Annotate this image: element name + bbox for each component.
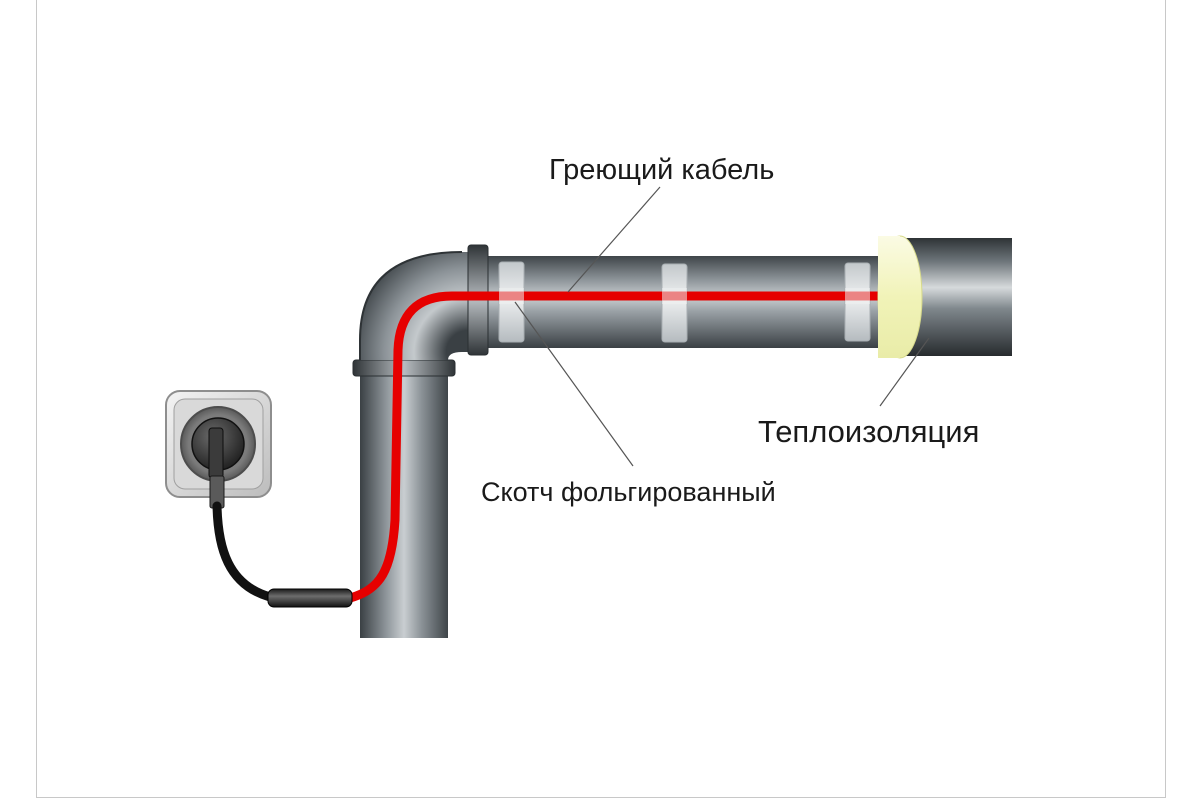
leader-line-insulation (879, 337, 930, 407)
vertical-pipe (352, 359, 456, 638)
power-plug (191, 417, 245, 509)
insulation-sleeve (877, 235, 1012, 359)
red-heating-cable (348, 291, 886, 603)
black-cold-lead (212, 501, 275, 602)
leader-line-foil-tape (514, 301, 634, 467)
cable-coupling (267, 588, 353, 608)
label-heating-cable: Греющий кабель (549, 154, 775, 186)
image-border (36, 0, 1166, 798)
leader-line-heating-cable (567, 186, 661, 293)
label-insulation: Теплоизоляция (758, 414, 980, 449)
leader-lines (514, 186, 930, 467)
label-foil-tape: Скотч фольгированный (481, 477, 776, 507)
